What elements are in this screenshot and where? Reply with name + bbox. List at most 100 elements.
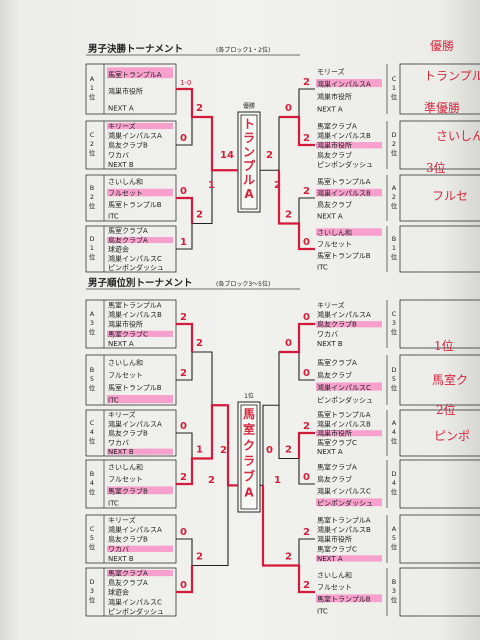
team-name: さいしん和 — [108, 177, 143, 186]
right-block — [399, 409, 480, 457]
team-name: NEXT A — [317, 448, 343, 456]
highlight-mark — [316, 430, 382, 437]
right-block — [399, 225, 480, 273]
score-mark: 2 — [274, 180, 281, 191]
margin-note: 2位 — [436, 402, 456, 417]
winner-path — [279, 115, 315, 147]
team-name: 鴻巣インパルスA — [108, 525, 162, 534]
block-code: 5 — [90, 534, 94, 542]
highlight-mark — [107, 395, 173, 404]
section-title: 男子順位別トーナメント — [88, 277, 193, 289]
champion-box — [237, 111, 261, 213]
block-code: B — [392, 235, 396, 243]
team-name: 馬室クラブB — [108, 486, 148, 495]
winner-path — [277, 170, 315, 251]
score-mark: 2 — [196, 338, 203, 349]
score-mark: 0 — [266, 445, 273, 456]
bracket-line — [278, 116, 299, 225]
block-code: D — [391, 131, 396, 139]
margin-note: 1位 — [434, 338, 454, 353]
winner-path — [261, 485, 315, 594]
right-block — [399, 299, 480, 349]
score-mark: 0 — [285, 103, 292, 114]
score-mark: 2 — [303, 421, 310, 432]
score-mark: 2 — [208, 475, 215, 486]
team-name: さいしん和 — [108, 462, 143, 471]
score-mark: 2 — [266, 150, 273, 161]
team-name: さいしん和 — [317, 570, 352, 579]
team-name: フルセット — [108, 371, 143, 379]
block-code: B — [392, 578, 396, 586]
highlight-mark — [107, 188, 173, 197]
margin-note: ピンポ — [434, 429, 470, 443]
block-code: C — [392, 75, 397, 83]
team-name: 馬室クラブA — [108, 226, 148, 235]
team-name: 鳥友クラブB — [108, 141, 148, 150]
score-mark: 2 — [285, 552, 292, 563]
block-code: 位 — [89, 92, 96, 101]
team-name: ピンポンダッシュ — [317, 395, 373, 404]
winner-path — [176, 322, 194, 352]
team-name: 鳥友クラブ — [317, 474, 352, 483]
winner-path — [176, 196, 194, 224]
team-name: 馬室トランプルA — [317, 410, 371, 419]
score-mark: 2 — [180, 472, 187, 483]
section-subtitle: (各ブロック3〜5位) — [216, 280, 270, 288]
score-mark: 2 — [285, 445, 292, 456]
team-name: フルセット — [317, 583, 352, 591]
block-code: 位 — [89, 542, 96, 551]
score-mark: 1 — [180, 237, 187, 248]
block-code: A — [90, 310, 95, 318]
right-block — [399, 174, 480, 222]
team-name: 鴻巣インパルスC — [317, 383, 371, 392]
highlight-mark — [107, 330, 173, 337]
score-mark: 1 — [274, 475, 281, 486]
block-code: 位 — [89, 148, 96, 157]
margin-note: さいしん — [436, 129, 480, 143]
team-name: ワカバ — [317, 330, 338, 338]
highlight-mark — [316, 498, 382, 507]
score-mark: 2 — [196, 552, 203, 563]
team-name: ワカバ — [108, 439, 129, 447]
champion-label: 1位 — [244, 392, 254, 400]
score-mark: 1-0 — [180, 79, 191, 87]
team-name: NEXT A — [317, 212, 343, 220]
score-mark: 2 — [285, 210, 292, 221]
team-name: 馬室トランプルB — [108, 383, 162, 392]
bracket-line — [278, 351, 299, 460]
team-name: モリーズ — [317, 67, 345, 76]
block-code: 1 — [392, 84, 396, 92]
champion-inner — [240, 114, 258, 210]
score-mark: 0 — [303, 368, 310, 379]
team-name: NEXT B — [108, 448, 134, 456]
block-code: B — [90, 366, 94, 374]
block-code: A — [90, 75, 95, 83]
highlight-mark — [316, 555, 382, 562]
block-code: 位 — [391, 383, 398, 392]
score-mark: 2 — [303, 580, 310, 591]
block-code: 位 — [391, 92, 398, 101]
team-name: キリーズ — [317, 300, 345, 309]
block-code: 4 — [392, 428, 396, 436]
team-name: 鴻巣インパルスA — [108, 131, 162, 140]
right-block — [399, 63, 480, 115]
highlight-mark — [107, 122, 173, 130]
champion-label: 優勝 — [243, 102, 255, 110]
section-title: 男子決勝トーナメント — [88, 43, 183, 55]
team-name: ピンポンダッシュ — [108, 263, 164, 272]
block-code: 2 — [90, 140, 94, 148]
team-name: 馬室トランプルB — [317, 251, 371, 260]
highlight-mark — [316, 321, 382, 328]
right-block — [399, 459, 480, 509]
highlight-mark — [316, 142, 382, 149]
team-name: NEXT B — [317, 340, 343, 348]
score-mark: 0 — [303, 472, 310, 483]
block-code: 位 — [391, 542, 398, 551]
team-name: 馬室クラブA — [317, 121, 357, 130]
block-code: D — [89, 235, 94, 243]
block-code: 位 — [391, 436, 398, 445]
team-name: フルセット — [108, 475, 143, 483]
right-block — [399, 120, 480, 170]
team-name: NEXT A — [108, 104, 134, 112]
score-mark: 1 — [208, 180, 215, 191]
